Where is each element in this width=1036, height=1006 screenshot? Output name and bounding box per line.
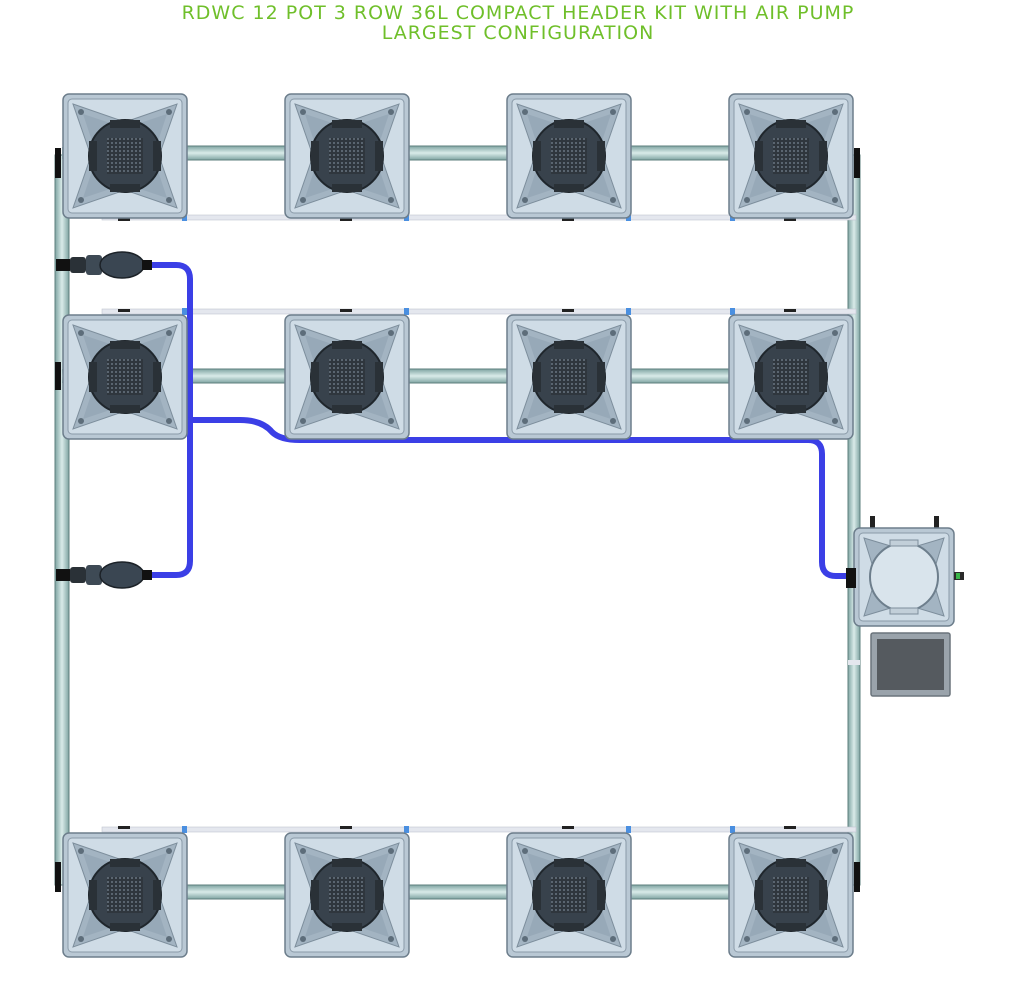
- pot-icon: [284, 93, 410, 219]
- pot-icon: [728, 832, 854, 958]
- white-tubes: [101, 214, 860, 833]
- pot-icon: [728, 93, 854, 219]
- control-bucket-icon: [846, 516, 964, 627]
- pot-icon: [62, 93, 188, 219]
- pot-icon: [506, 93, 632, 219]
- pot-icon: [62, 832, 188, 958]
- air-lines: [147, 262, 853, 579]
- pot-icon: [506, 314, 632, 440]
- pot-icon: [62, 314, 188, 440]
- row-connector-pipes: [55, 145, 735, 900]
- pot-icon: [728, 314, 854, 440]
- header-pipes: [54, 148, 861, 892]
- pot-icon: [506, 832, 632, 958]
- airstone-icon: [55, 251, 153, 279]
- pot-icon: [284, 832, 410, 958]
- airstone-icon: [55, 561, 153, 589]
- pot-icon: [284, 314, 410, 440]
- title-line-1: RDWC 12 POT 3 ROW 36L COMPACT HEADER KIT…: [181, 2, 855, 24]
- air-pump-icon: [870, 632, 951, 697]
- title-line-2: LARGEST CONFIGURATION: [381, 22, 655, 44]
